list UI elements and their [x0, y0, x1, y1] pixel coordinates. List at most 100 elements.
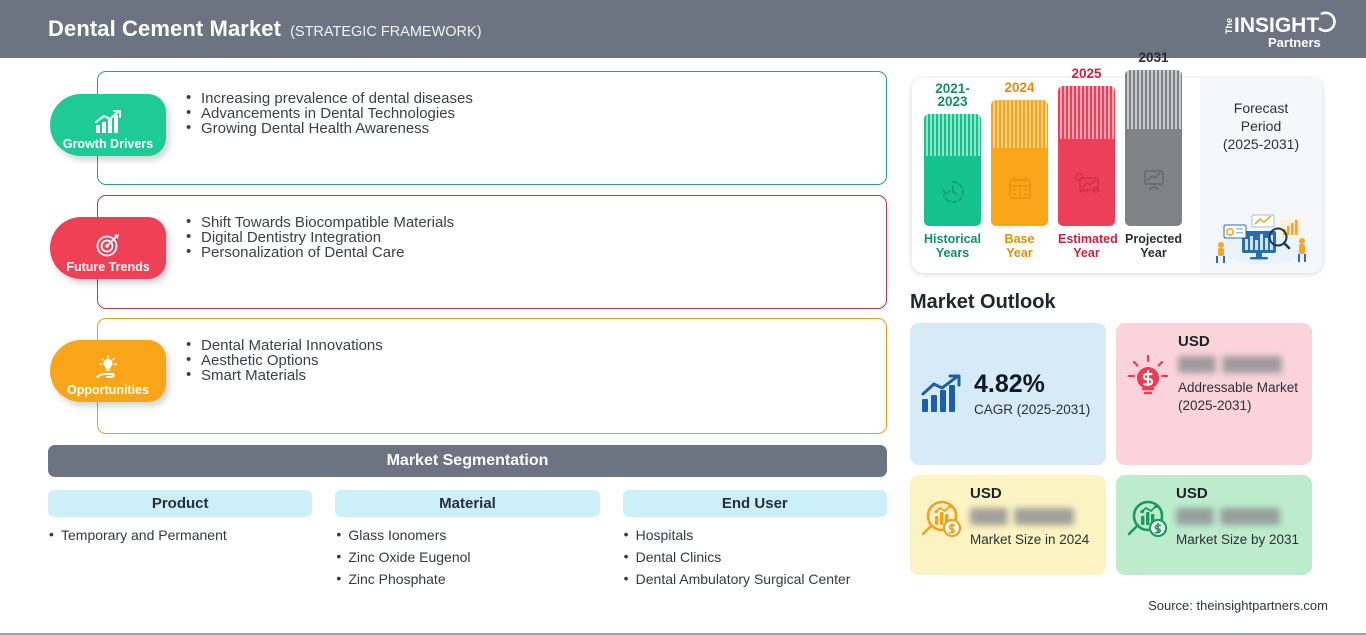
- header-title-group: Dental Cement Market (STRATEGIC FRAMEWOR…: [48, 16, 482, 42]
- segmentation-columns: Product Temporary and Permanent Material…: [48, 490, 887, 594]
- redacted-value: [1178, 356, 1282, 373]
- list-item: Temporary and Permanent: [48, 527, 312, 542]
- segmentation-column-product: Product Temporary and Permanent: [48, 490, 313, 594]
- card-market-size-2031: USD Market Size by 2031: [1116, 475, 1312, 575]
- bar-chart-arrow-up-icon: [921, 374, 961, 412]
- card-caption: Addressable Market (2025-2031): [1178, 380, 1299, 413]
- card-cagr: 4.82% CAGR (2025-2031): [910, 323, 1106, 465]
- bar-caption-line1: Estimated: [1058, 231, 1118, 246]
- svg-text:Partners: Partners: [1268, 35, 1321, 50]
- column-header: Product: [48, 490, 313, 517]
- usd-label: USD: [970, 485, 1002, 502]
- outlook-cards: 4.82% CAGR (2025-2031) USD: [910, 323, 1322, 575]
- card-caption: Market Size in 2024: [970, 532, 1090, 547]
- timeline-bar-historical: 2021-2023 Historical Ye: [924, 82, 981, 261]
- bar-stripe: [1125, 69, 1182, 130]
- forecast-line1: Forecast: [1233, 100, 1289, 116]
- cagr-value: 4.82%: [974, 369, 1045, 398]
- list-item: Aesthetic Options: [186, 352, 383, 368]
- redacted-value: [970, 508, 1074, 525]
- bar-caption-line2: Year: [1140, 246, 1167, 261]
- bar-caption-line2: Year: [1073, 246, 1100, 261]
- bar-caption-line1: Historical: [924, 231, 981, 246]
- timeline-bar-projected: 2031 Projected Year: [1125, 51, 1182, 261]
- bar-caption-line1: Base: [1004, 231, 1035, 246]
- target-dart-icon: [96, 233, 119, 256]
- list-item: Hospitals: [623, 527, 887, 542]
- usd-label: USD: [1178, 333, 1210, 350]
- forecast-period-panel: Forecast Period (2025-2031): [1200, 78, 1322, 273]
- redacted-value: [1176, 508, 1280, 525]
- list-item: Zinc Oxide Eugenol: [335, 549, 599, 564]
- forecast-gear-chart-icon: [1074, 172, 1099, 194]
- bar-caption-line2: Year: [1006, 246, 1033, 261]
- bar-stripe: [991, 99, 1048, 148]
- lightbulb-in-hand-icon: [96, 354, 118, 378]
- future-trends-list: Shift Towards Biocompatible Materials Di…: [186, 214, 454, 260]
- lightbulb-dollar-icon: [1127, 354, 1169, 395]
- clock-history-icon: [941, 181, 964, 204]
- badge-opportunities[interactable]: Opportunities: [50, 340, 166, 402]
- list-item: Increasing prevalence of dental diseases: [186, 90, 473, 106]
- svg-text:The: The: [1224, 18, 1234, 34]
- data-analysis-illustration: [1216, 214, 1310, 264]
- bar-year-label: 2024: [1004, 80, 1035, 96]
- forecast-timeline-card: 2021-2023 Historical Ye: [912, 51, 1322, 273]
- badge-label: Opportunities: [67, 382, 149, 397]
- bar-year-label: 2031: [1138, 50, 1169, 66]
- segmentation-column-material: Material Glass Ionomers Zinc Oxide Eugen…: [335, 490, 600, 594]
- bar-solid: [991, 147, 1048, 226]
- badge-future-trends[interactable]: Future Trends: [50, 217, 166, 279]
- presentation-chart-icon: [1143, 170, 1164, 191]
- column-header: End User: [622, 490, 887, 517]
- list-item: Smart Materials: [186, 367, 383, 383]
- segmentation-column-end-user: End User Hospitals Dental Clinics Dental…: [622, 490, 887, 594]
- svg-text:INSIGHT: INSIGHT: [1234, 14, 1319, 37]
- bar-chart-arrow-up-icon: [95, 109, 121, 133]
- magnifier-chart-dollar-icon: [1127, 500, 1168, 538]
- column-header: Material: [335, 490, 600, 517]
- bar-solid: [924, 156, 981, 226]
- panel-growth-drivers: Increasing prevalence of dental diseases…: [97, 71, 887, 185]
- list-item: Personalization of Dental Care: [186, 244, 454, 260]
- list-item: Dental Clinics: [623, 549, 887, 564]
- bar-stripe: [924, 113, 981, 157]
- magnifier-chart-dollar-icon: [921, 500, 962, 538]
- right-content-column: 2021-2023 Historical Ye: [900, 51, 1366, 635]
- calendar-icon: [1008, 176, 1031, 200]
- list-item: Glass Ionomers: [335, 527, 599, 542]
- badge-growth-drivers[interactable]: Growth Drivers: [50, 94, 166, 156]
- list-item: Dental Ambulatory Surgical Center: [623, 571, 887, 586]
- cagr-caption: CAGR (2025-2031): [974, 401, 1091, 417]
- list-item: Shift Towards Biocompatible Materials: [186, 214, 454, 230]
- forecast-line2: Period: [1240, 117, 1282, 134]
- page-subtitle: (STRATEGIC FRAMEWORK): [290, 24, 482, 40]
- timeline-bar-estimated: 2025: [1058, 66, 1118, 261]
- list-item: Growing Dental Health Awareness: [186, 120, 473, 136]
- source-attribution: Source: theinsightpartners.com: [1148, 598, 1328, 613]
- usd-label: USD: [1176, 485, 1208, 502]
- bar-stripe: [1058, 85, 1115, 139]
- opportunities-list: Dental Material Innovations Aesthetic Op…: [186, 337, 383, 383]
- bar-caption-line1: Projected: [1125, 231, 1182, 246]
- left-content-column: Increasing prevalence of dental diseases…: [0, 58, 900, 635]
- timeline-bars: 2021-2023 Historical Ye: [912, 51, 1200, 273]
- market-segmentation-header: Market Segmentation: [48, 445, 887, 477]
- panel-future-trends: Shift Towards Biocompatible Materials Di…: [97, 195, 887, 309]
- insight-partners-logo: The INSIGHT Partners: [1220, 8, 1338, 52]
- card-market-size-2024: USD Market Size in 2024: [910, 475, 1106, 575]
- market-outlook-title: Market Outlook: [910, 291, 1056, 313]
- page-title: Dental Cement Market: [48, 16, 282, 41]
- bar-year-label: 2025: [1071, 66, 1102, 82]
- forecast-line3: (2025-2031): [1222, 135, 1300, 152]
- bar-solid: [1125, 129, 1182, 226]
- list-item: Digital Dentistry Integration: [186, 229, 454, 245]
- badge-label: Future Trends: [66, 259, 150, 274]
- list-item: Zinc Phosphate: [335, 571, 599, 586]
- card-addressable-market: USD Addressable Market (2025-2031): [1116, 323, 1312, 465]
- bar-year-label: 2021-2023: [935, 80, 970, 110]
- list-item: Advancements in Dental Technologies: [186, 105, 473, 121]
- badge-label: Growth Drivers: [62, 136, 154, 151]
- growth-drivers-list: Increasing prevalence of dental diseases…: [186, 90, 473, 136]
